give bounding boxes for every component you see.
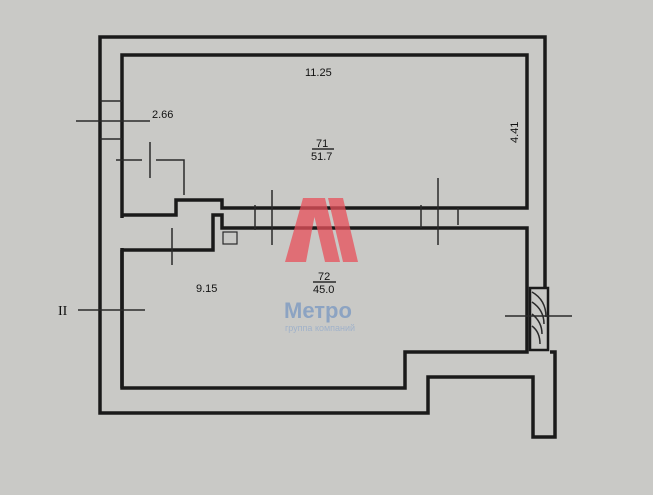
room-71-wall — [120, 53, 529, 218]
outer-wall — [98, 35, 557, 439]
room-72-number: 72 — [318, 271, 330, 283]
dimension-top-width: 11.25 — [305, 67, 332, 79]
room-71-number: 71 — [316, 138, 328, 150]
window-hatch — [531, 291, 547, 345]
logo-stroke — [285, 198, 318, 262]
logo-stroke — [310, 198, 340, 262]
room-72-wall — [120, 213, 529, 390]
room-71-area: 51.7 — [311, 151, 332, 163]
window — [528, 286, 550, 352]
dimension-line — [156, 159, 185, 195]
room-72-area: 45.0 — [313, 284, 334, 296]
section-mark: II — [58, 304, 68, 319]
fixture — [222, 231, 238, 245]
logo-tagline: группа компаний — [285, 323, 355, 333]
logo-stroke — [328, 198, 358, 262]
watermark-logo: Метро группа компаний — [284, 198, 358, 333]
dimension-left-height: 9.15 — [196, 283, 217, 295]
dimension-left-segment: 2.66 — [152, 109, 173, 121]
logo-text: Метро — [284, 298, 352, 323]
dimension-right-height: 4.41 — [509, 122, 521, 143]
